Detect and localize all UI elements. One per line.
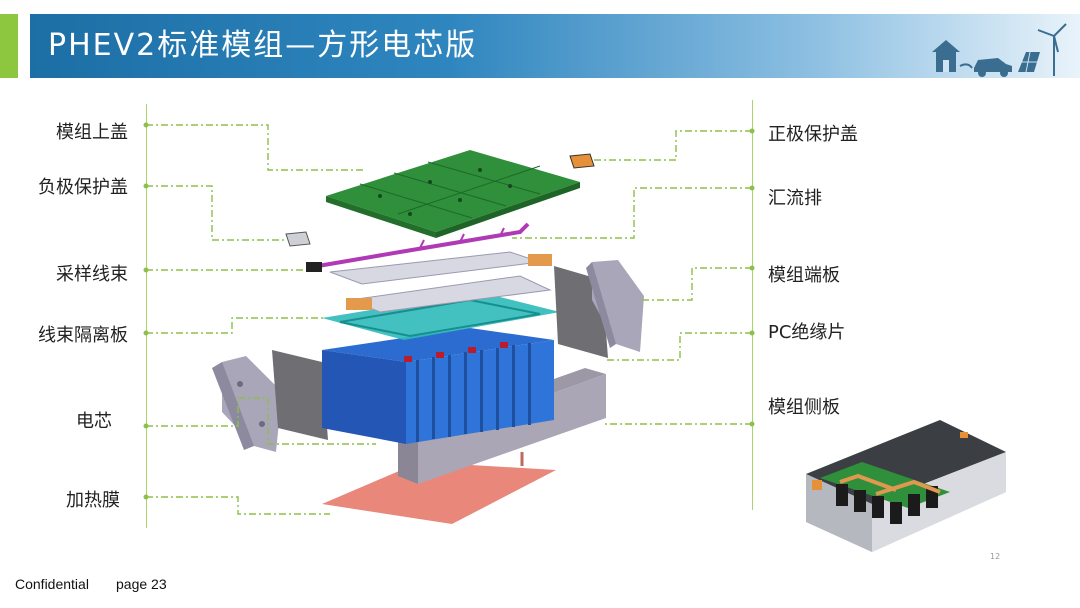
footer-confidential: Confidential bbox=[15, 576, 89, 592]
assembled-module-image bbox=[800, 412, 1010, 570]
footer-page-number: page 23 bbox=[116, 576, 167, 592]
watermark: 12 bbox=[990, 552, 1000, 561]
